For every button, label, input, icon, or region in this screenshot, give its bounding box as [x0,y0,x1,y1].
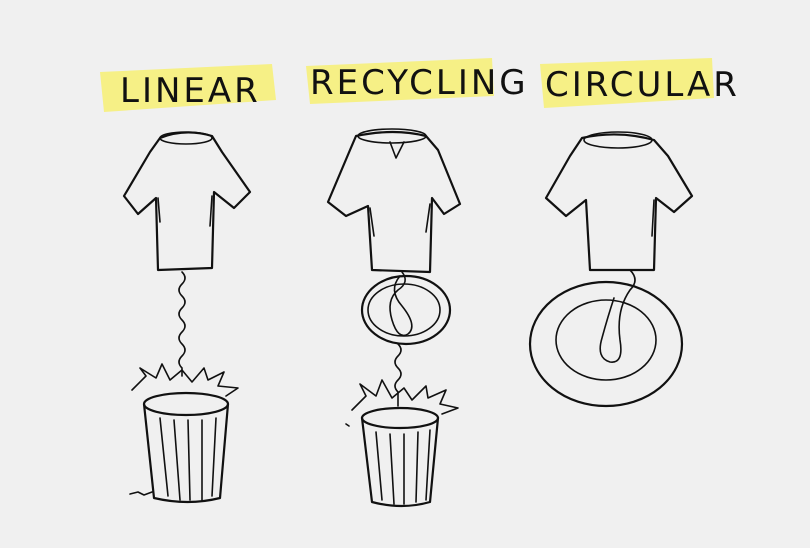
loop-circular [528,269,684,408]
squiggle-linear [178,271,186,377]
label-linear: LINEAR [120,71,261,111]
label-highlight-circular [540,58,714,108]
trash-bin-recycling [345,406,440,508]
trash-bin-linear [129,391,230,504]
label-highlight-linear [100,64,276,112]
shirt-linear [122,131,252,272]
label-circular: CIRCULAR [545,65,740,105]
shirt-recycling [326,128,462,274]
label-highlight-recycling [306,58,494,104]
squiggle-recycling [394,343,402,407]
shirt-circular [544,131,694,272]
burst-linear [131,363,239,397]
loop-recycling [360,271,452,346]
burst-recycling [351,379,459,415]
label-recycling: RECYCLING [310,63,529,103]
